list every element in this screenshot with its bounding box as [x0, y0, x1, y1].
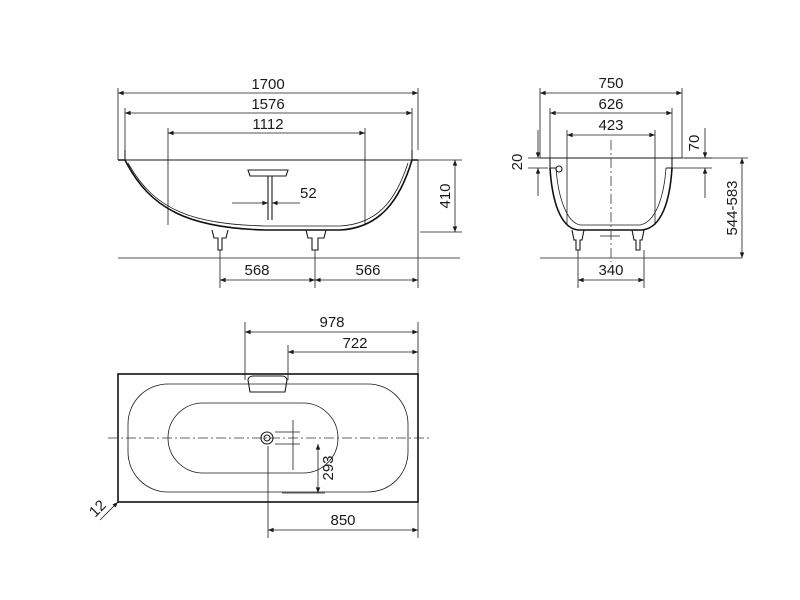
dim-1576: 1576	[251, 96, 284, 113]
dim-566: 566	[355, 262, 380, 279]
dim-70: 70	[686, 135, 703, 152]
tub-rim	[118, 150, 418, 161]
dim-750: 750	[598, 75, 623, 92]
foot-right	[305, 229, 327, 251]
tub-body-outline	[118, 159, 418, 231]
top-view: 978 722 293 850 12	[86, 314, 430, 538]
dim-850: 850	[330, 512, 355, 529]
dim-722: 722	[342, 335, 367, 352]
tub-inner-line	[127, 162, 409, 227]
dim-52: 52	[300, 185, 317, 202]
drain-icon	[260, 431, 274, 445]
dim-978: 978	[319, 314, 344, 331]
dim-568: 568	[244, 262, 269, 279]
headrest	[247, 169, 289, 177]
dim-544-583: 544-583	[724, 180, 741, 235]
dim-340: 340	[598, 262, 623, 279]
dim-line-12	[99, 501, 119, 521]
dim-423: 423	[598, 117, 623, 134]
end-view: 750 626 423 20 70 544-583 340	[509, 75, 748, 288]
dim-12: 12	[86, 497, 110, 521]
dim-410: 410	[437, 183, 454, 208]
end-body-outline	[549, 167, 673, 231]
end-foot-left	[571, 229, 585, 251]
dim-20: 20	[509, 154, 526, 171]
foot-left	[211, 229, 229, 251]
top-headrest	[247, 375, 288, 393]
dim-293: 293	[320, 455, 337, 480]
end-foot-right	[631, 229, 645, 251]
dim-1112: 1112	[252, 116, 283, 133]
dim-626: 626	[598, 96, 623, 113]
dim-1700: 1700	[251, 76, 284, 93]
side-view: 1700 1576 1112 52 410 568 566	[117, 76, 462, 288]
